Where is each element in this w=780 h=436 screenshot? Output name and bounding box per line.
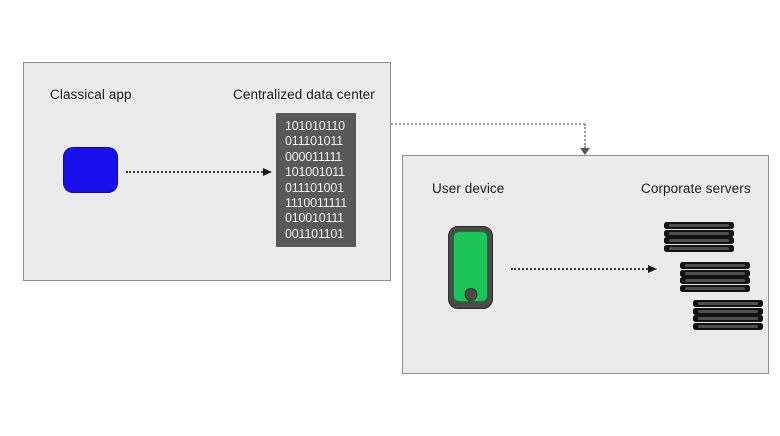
binary-line: 011101011 bbox=[285, 134, 343, 149]
user-device-label: User device bbox=[432, 181, 505, 196]
panel-connector-vertical-line bbox=[584, 124, 586, 148]
server-slot bbox=[698, 325, 758, 329]
classical-app-icon bbox=[63, 147, 118, 193]
binary-line: 101001011 bbox=[285, 165, 345, 180]
server-slot bbox=[685, 287, 745, 291]
server-slot bbox=[669, 239, 729, 243]
dotted-line bbox=[511, 268, 648, 270]
server-unit bbox=[680, 262, 750, 269]
server-slot bbox=[669, 223, 729, 227]
arrowhead-right-icon bbox=[648, 264, 657, 273]
server-slot bbox=[685, 271, 745, 275]
server-slot bbox=[669, 247, 729, 251]
panel-connector-horizontal-line bbox=[391, 123, 585, 125]
server-unit bbox=[680, 277, 750, 285]
server-rack-icon bbox=[693, 300, 763, 330]
server-unit bbox=[680, 285, 750, 292]
classical-app-panel: Classical app Centralized data center 10… bbox=[23, 62, 391, 281]
classical-app-label: Classical app bbox=[50, 87, 132, 102]
server-rack-icon bbox=[680, 262, 750, 292]
server-unit bbox=[693, 307, 763, 315]
centralized-data-center-label: Centralized data center bbox=[233, 87, 375, 102]
binary-line: 001101101 bbox=[285, 226, 344, 241]
server-slot bbox=[698, 309, 758, 313]
server-rack-icon bbox=[664, 222, 734, 252]
server-slot bbox=[669, 231, 729, 235]
user-device-panel: User device Corporate servers bbox=[402, 155, 769, 374]
corporate-servers-label: Corporate servers bbox=[641, 181, 751, 196]
server-unit bbox=[693, 300, 763, 307]
server-unit bbox=[680, 269, 750, 277]
smartphone-icon bbox=[448, 226, 493, 309]
dotted-line bbox=[126, 171, 263, 173]
server-slot bbox=[685, 279, 745, 283]
binary-line: 1110011111 bbox=[285, 196, 347, 211]
server-unit bbox=[664, 222, 734, 229]
phone-home-button-icon bbox=[464, 288, 477, 301]
binary-line: 000011111 bbox=[285, 149, 343, 164]
server-unit bbox=[693, 323, 763, 330]
server-slot bbox=[698, 301, 758, 305]
binary-line: 011101001 bbox=[285, 180, 344, 195]
server-unit bbox=[693, 315, 763, 323]
binary-line: 010010111 bbox=[285, 211, 344, 226]
arrowhead-down-icon bbox=[580, 148, 590, 155]
server-unit bbox=[664, 237, 734, 245]
binary-data-block: 101010110 011101011 000011111 101001011 … bbox=[276, 113, 356, 247]
arrowhead-right-icon bbox=[263, 167, 272, 176]
server-slot bbox=[698, 317, 758, 321]
binary-line: 101010110 bbox=[285, 119, 345, 133]
server-unit bbox=[664, 229, 734, 237]
server-unit bbox=[664, 245, 734, 252]
server-slot bbox=[685, 263, 745, 267]
